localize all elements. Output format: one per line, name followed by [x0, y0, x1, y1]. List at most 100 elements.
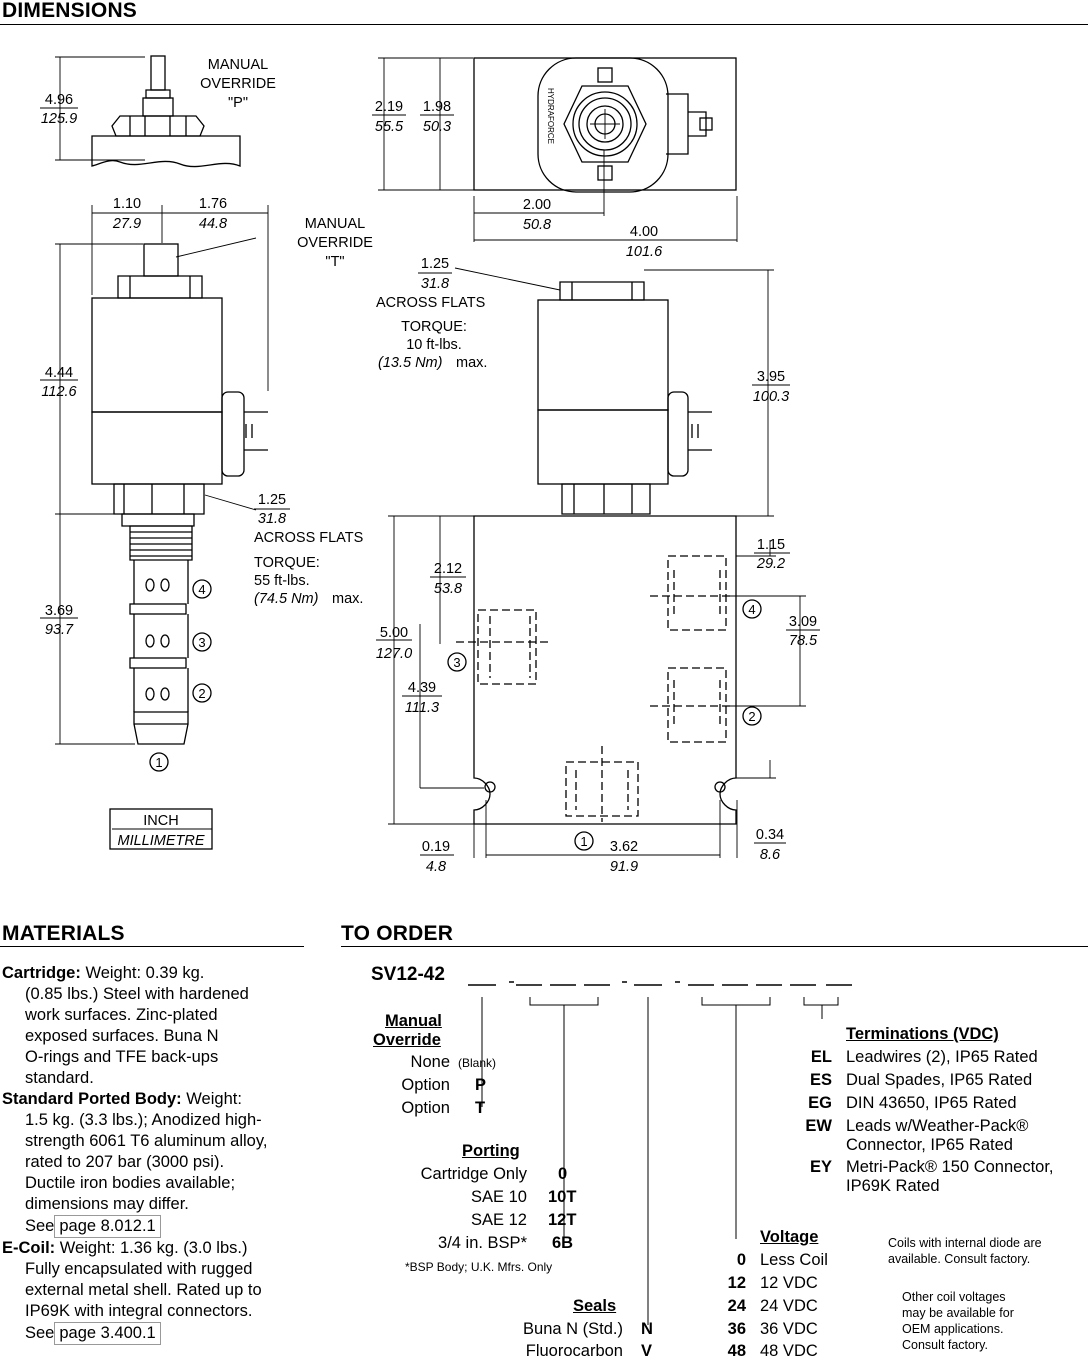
dim-115-in: 1.15: [757, 537, 785, 553]
termination-label: Metri-Pack® 150 Connector,: [846, 1158, 1054, 1176]
body-line: Ductile iron bodies available;: [25, 1174, 236, 1192]
dim-125-cart-in: 1.25: [258, 492, 286, 508]
voltage-label: 24 VDC: [760, 1297, 818, 1315]
voltage-label: 36 VDC: [760, 1320, 818, 1338]
voltage-code: 48: [727, 1342, 746, 1360]
voltage-code: 0: [736, 1251, 746, 1269]
port-2-cart: 2: [198, 686, 205, 701]
across-flats-cart: ACROSS FLATS: [254, 530, 363, 546]
dim-500-in: 5.00: [380, 625, 408, 641]
termination-label: Leads w/Weather-Pack®: [846, 1117, 1029, 1135]
seals-label: Fluorocarbon: [525, 1342, 623, 1360]
ecoil-label: E-Coil:: [2, 1239, 56, 1257]
cartridge-sketch: [91, 243, 268, 745]
voltage-label: 12 VDC: [760, 1274, 818, 1292]
seals-heading: Seals: [573, 1297, 617, 1315]
termination-code: EW: [805, 1117, 832, 1135]
dim-034-mm: 8.6: [760, 847, 781, 863]
to-order-title: TO ORDER: [341, 922, 454, 945]
ecoil-see: See: [25, 1324, 55, 1342]
override-p-line1: MANUAL: [208, 57, 268, 73]
dim-198-in: 1.98: [423, 99, 451, 115]
legend-inch: INCH: [143, 813, 178, 829]
dimensions-title: DIMENSIONS: [2, 0, 138, 22]
override-p-sketch: [91, 55, 241, 168]
ecoil-page-ref-link[interactable]: page 3.400.1: [54, 1322, 161, 1345]
dim-019-mm: 4.8: [426, 859, 446, 875]
voltage-note-line: Consult factory.: [902, 1338, 988, 1352]
termination-label: Leadwires (2), IP65 Rated: [846, 1048, 1038, 1066]
porting-code: 6B: [552, 1234, 574, 1252]
dim-200-in: 2.00: [523, 197, 551, 213]
override-label: Option: [401, 1076, 450, 1094]
ecoil-line: Fully encapsulated with rugged: [25, 1260, 253, 1278]
diode-note: Coils with internal diode are available.…: [888, 1235, 1042, 1267]
seals-label: Buna N (Std.): [523, 1320, 623, 1338]
override-t-line1: MANUAL: [305, 216, 365, 232]
body-see: See: [25, 1217, 55, 1235]
termination-code: EY: [809, 1158, 832, 1176]
termination-code: EG: [808, 1094, 832, 1112]
materials-title: MATERIALS: [2, 922, 125, 945]
dim-369-mm: 93.7: [45, 622, 74, 638]
ecoil-first: Weight: 1.36 kg. (3.0 lbs.): [59, 1239, 248, 1257]
dim-219-mm: 55.5: [375, 119, 404, 135]
port-4-cart: 4: [198, 582, 205, 597]
torque-cart-max: max.: [332, 591, 363, 607]
dim-125-coil-in: 1.25: [421, 256, 449, 272]
torque-coil-val: 10 ft-lbs.: [406, 337, 462, 353]
dim-395-in: 3.95: [757, 369, 785, 385]
cartridge-label: Cartridge:: [2, 964, 81, 982]
ecoil-line: IP69K with integral connectors.: [25, 1302, 253, 1320]
legend-mm: MILLIMETRE: [117, 833, 204, 849]
termination-label-2: Connector, IP65 Rated: [846, 1136, 1013, 1154]
torque-coil-max: max.: [456, 355, 487, 371]
dim-110-mm: 27.9: [112, 216, 141, 232]
coil-top-view: [473, 57, 737, 193]
dim-439-in: 4.39: [408, 680, 436, 696]
termination-code: ES: [809, 1071, 832, 1089]
voltage-code: 12: [727, 1274, 746, 1292]
voltage-heading: Voltage: [760, 1228, 819, 1246]
cartridge-line: standard.: [25, 1069, 94, 1087]
materials-text: Cartridge: Weight: 0.39 kg. (0.85 lbs.) …: [2, 963, 302, 1345]
dim-444-in: 4.44: [45, 365, 73, 381]
dim-400-in: 4.00: [630, 224, 658, 240]
torque-cart-val: 55 ft-lbs.: [254, 573, 310, 589]
model-code: SV12-42: [371, 964, 445, 985]
torque-coil-label: TORQUE:: [401, 319, 467, 335]
porting-label: 3/4 in. BSP*: [438, 1234, 527, 1252]
porting-label: Cartridge Only: [420, 1165, 527, 1183]
dim-034-in: 0.34: [756, 827, 784, 843]
dim-219-in: 2.19: [375, 99, 403, 115]
torque-cart-label: TORQUE:: [254, 555, 320, 571]
cartridge-row: Cartridge: Weight: 0.39 kg.: [2, 963, 302, 984]
dim-125-cart-mm: 31.8: [258, 511, 286, 527]
dim-362-in: 3.62: [610, 839, 638, 855]
cartridge-line: work surfaces. Zinc-plated: [25, 1006, 218, 1024]
cartridge-first: Weight: 0.39 kg.: [85, 964, 205, 982]
voltage-note-line: OEM applications.: [902, 1322, 1004, 1336]
porting-label: SAE 10: [471, 1188, 527, 1206]
body-page-ref-link[interactable]: page 8.012.1: [54, 1215, 161, 1238]
dim-444-mm: 112.6: [41, 384, 77, 400]
dim-176-in: 1.76: [199, 196, 227, 212]
cartridge-line: exposed surfaces. Buna N: [25, 1027, 219, 1045]
porting-code: 10T: [548, 1188, 577, 1206]
body-first: Weight:: [186, 1090, 242, 1108]
dimensions-rule: [0, 24, 1088, 25]
port-3-cart: 3: [198, 635, 205, 650]
voltage-note: Other coil voltages may be available for…: [902, 1289, 1014, 1353]
dim-309-mm: 78.5: [789, 633, 818, 649]
dim-212-mm: 53.8: [434, 581, 462, 597]
ecoil-row: E-Coil: Weight: 1.36 kg. (3.0 lbs.): [2, 1238, 302, 1259]
body-line: 1.5 kg. (3.3 lbs.); Anodized high-: [25, 1111, 262, 1129]
body-line: dimensions may differ.: [25, 1195, 189, 1213]
port-3-body: 3: [453, 655, 460, 670]
voltage-code: 36: [727, 1320, 746, 1338]
port-2-body: 2: [748, 709, 755, 724]
seals-code: V: [641, 1342, 653, 1360]
